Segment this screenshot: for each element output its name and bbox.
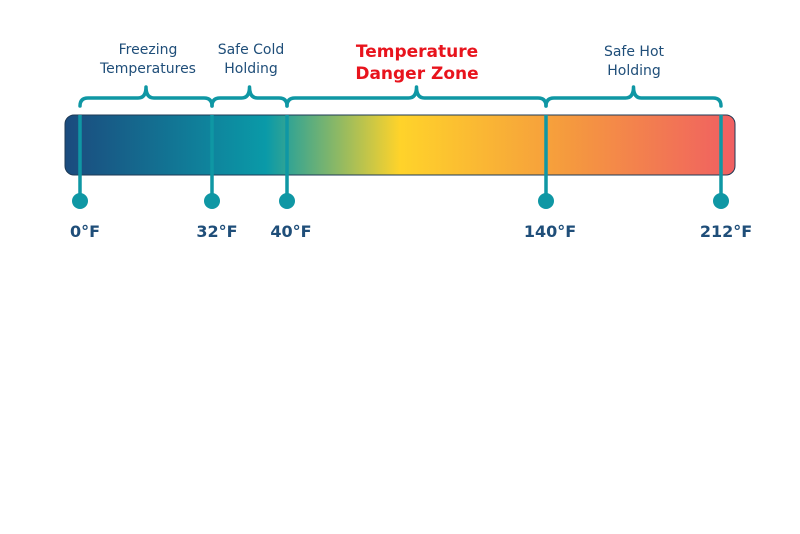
tick-dot-140f: [538, 193, 554, 209]
zone-label-freezing: Freezing Temperatures: [100, 42, 196, 77]
zone-label-safe-hot: Safe Hot Holding: [603, 44, 665, 79]
tick-label-32f: 32°F: [196, 222, 238, 241]
temperature-gradient-bar: [64, 114, 736, 176]
zone-label-safe-cold: Safe Cold Holding: [217, 42, 285, 77]
tick-label-140f: 140°F: [523, 222, 577, 241]
zone-brace-freezing: [78, 85, 214, 108]
zone-brace-danger: [285, 85, 548, 108]
zone-brace-safe-cold: [210, 85, 289, 108]
tick-label-0f: 0°F: [69, 222, 101, 241]
zone-braces: [78, 85, 723, 108]
zone-label-danger: Temperature Danger Zone: [355, 42, 479, 84]
tick-label-40f: 40°F: [270, 222, 312, 241]
tick-dot-0f: [72, 193, 88, 209]
tick-dot-32f: [204, 193, 220, 209]
tick-dot-40f: [279, 193, 295, 209]
tick-markers: [72, 115, 729, 209]
tick-dot-212f: [713, 193, 729, 209]
zone-brace-safe-hot: [544, 85, 723, 108]
tick-label-212f: 212°F: [699, 222, 753, 241]
